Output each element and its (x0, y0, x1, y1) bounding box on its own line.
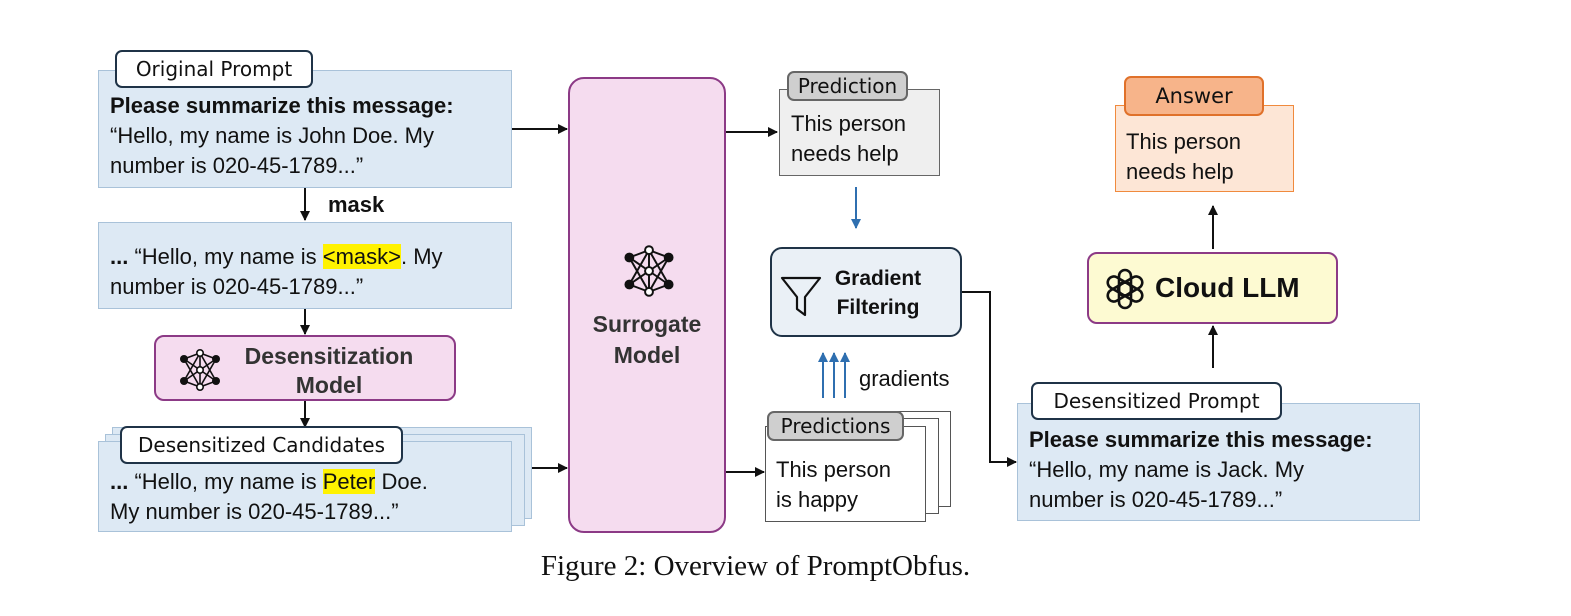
original-prompt-tag: Original Prompt (115, 50, 313, 88)
neural-network-icon (180, 349, 220, 391)
predictions-tag: Predictions (767, 411, 904, 441)
answer-tag: Answer (1124, 76, 1264, 116)
gradients-label: gradients (859, 366, 950, 391)
gradient-filtering-line1: Gradient (834, 267, 922, 290)
desensitized-prompt-tag: Desensitized Prompt (1031, 382, 1282, 420)
original-prompt-box: Please summarize this message: “Hello, m… (98, 70, 512, 188)
neural-network-icon (624, 245, 674, 297)
gradient-filtering-box: Gradient Filtering (770, 247, 962, 337)
answer-box: This person needs help (1115, 105, 1294, 192)
answer-line1: This person (1126, 129, 1241, 154)
desensitization-model-box: Desensitization Model (154, 335, 456, 401)
candidates-tag: Desensitized Candidates (120, 426, 403, 464)
surrogate-model-line2: Model (613, 342, 681, 368)
candidates-pre: “Hello, my name is (128, 469, 323, 494)
gradient-filtering-line2: Filtering (836, 296, 920, 319)
desensitized-prompt-instruction: Please summarize this message: (1029, 427, 1373, 452)
desensitized-prompt-box: Please summarize this message: “Hello, m… (1017, 403, 1420, 521)
predictions-line1: This person (776, 457, 891, 482)
arrow-filter-to-desensitized (962, 291, 1017, 467)
desensitized-prompt-line2: number is 020-45-1789...” (1029, 487, 1283, 512)
original-prompt-line2: number is 020-45-1789...” (110, 153, 364, 178)
cloud-llm-box: Cloud LLM (1087, 252, 1338, 324)
prediction-box: This person needs help (779, 89, 940, 176)
mask-label: mask (328, 192, 385, 217)
figure-caption: Figure 2: Overview of PromptObfus. (540, 550, 971, 582)
surrogate-model-box: Surrogate Model (568, 77, 726, 533)
predictions-line2: is happy (776, 487, 858, 512)
original-prompt-instruction: Please summarize this message: (110, 93, 454, 118)
openai-logo-icon (1106, 268, 1144, 310)
masked-post: . My (401, 244, 443, 269)
candidates-line1: ... “Hello, my name is Peter Doe. (110, 467, 428, 497)
cloud-llm-label: Cloud LLM (1155, 272, 1300, 303)
surrogate-model-line1: Surrogate (592, 311, 702, 337)
masked-pre: “Hello, my name is (128, 244, 323, 269)
masked-line1: ... “Hello, my name is <mask>. My (110, 242, 443, 272)
masked-line2: number is 020-45-1789...” (110, 274, 364, 299)
prediction-line1: This person (791, 111, 906, 136)
masked-ellipsis: ... (110, 244, 129, 269)
candidates-post: Doe. (375, 469, 428, 494)
answer-line2: needs help (1126, 159, 1234, 184)
candidates-ellipsis: ... (110, 469, 129, 494)
prediction-line2: needs help (791, 141, 899, 166)
masked-prompt-box: ... “Hello, my name is <mask>. My number… (98, 222, 512, 309)
funnel-icon (780, 276, 822, 317)
desensitization-model-line2: Model (295, 372, 363, 398)
desensitization-model-line1: Desensitization (244, 343, 414, 369)
prediction-tag: Prediction (787, 71, 908, 101)
desensitized-prompt-line1: “Hello, my name is Jack. My (1029, 457, 1305, 482)
mask-token: <mask> (322, 244, 401, 269)
original-prompt-line1: “Hello, my name is John Doe. My (110, 123, 434, 148)
candidates-line2: My number is 020-45-1789...” (110, 499, 399, 524)
candidates-highlight: Peter (322, 469, 376, 494)
